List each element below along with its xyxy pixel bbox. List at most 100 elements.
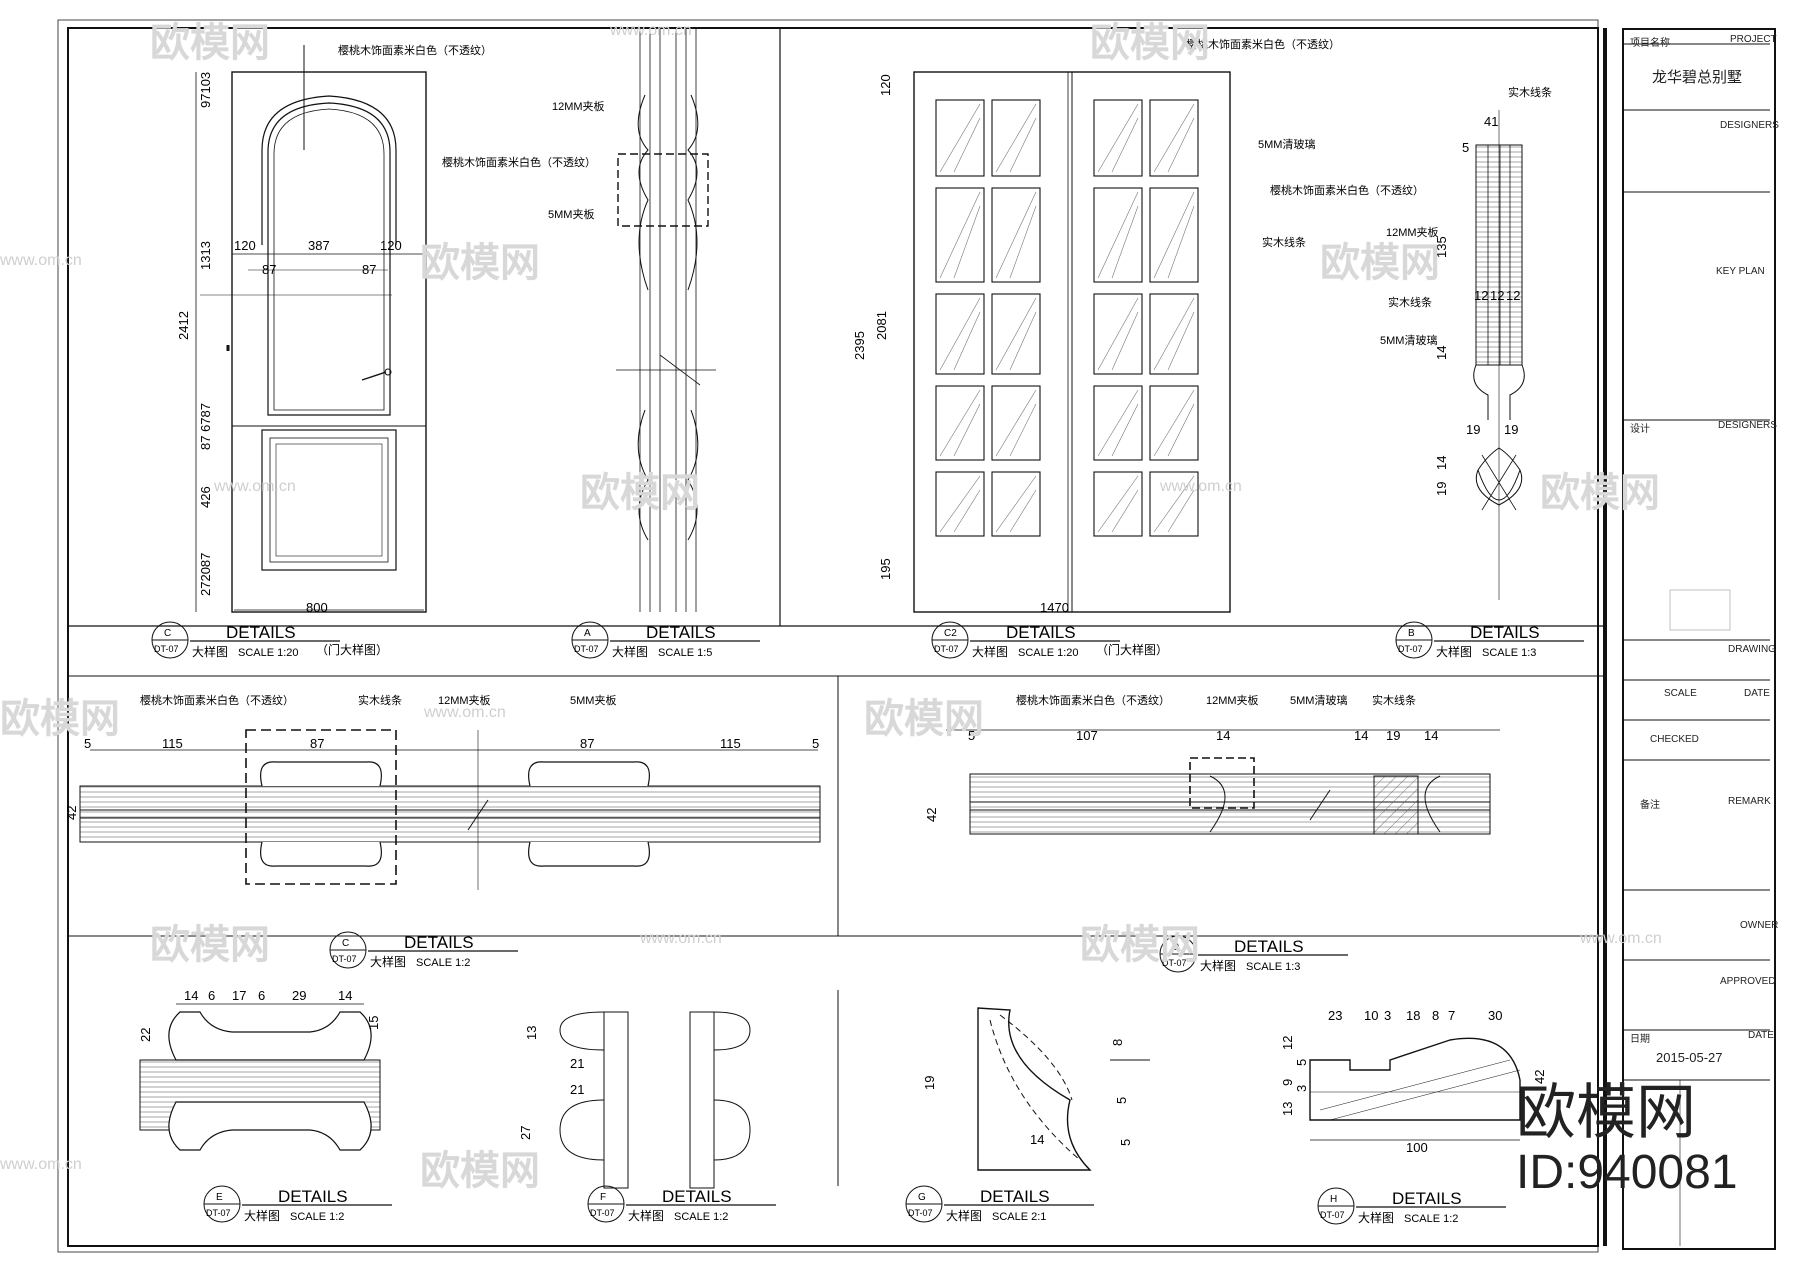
detail-g: [977, 1007, 1150, 1171]
detail-heading: DETAILS: [1006, 623, 1076, 642]
section-b: [1473, 110, 1525, 600]
note-board5-b: 5MM夹板: [570, 693, 616, 707]
glass-reflection: [1153, 191, 1195, 279]
note-labels: 樱桃木饰面素米白色（不透纹） 12MM夹板 樱桃木饰面素米白色（不透纹） 5MM…: [140, 37, 1552, 707]
glass-reflection: [939, 191, 981, 279]
dim: 42: [1532, 1070, 1547, 1084]
glass-lite: [1149, 385, 1199, 461]
dim: 195: [878, 558, 893, 580]
project-label-en: PROJECT: [1730, 34, 1777, 45]
dim: 800: [306, 600, 328, 615]
title-block-grid: [1624, 43, 1770, 1246]
glass-lite: [935, 187, 985, 283]
glass-reflection: [1167, 489, 1195, 533]
brand-watermark: 欧模网: [1516, 1078, 1696, 1148]
detail-ref: DT-07: [908, 1208, 933, 1218]
note-cherry-5: 樱桃木饰面素米白色（不透纹）: [140, 693, 294, 707]
dim: 29: [292, 988, 306, 1003]
dim: 97103: [198, 72, 213, 108]
dim: 14: [338, 988, 352, 1003]
dim: 7: [1448, 1008, 1455, 1023]
detail-key: C: [164, 628, 171, 639]
drawing-label: DRAWING: [1728, 644, 1776, 655]
detail-ref: DT-07: [332, 954, 357, 964]
section-a: [616, 28, 716, 612]
dim: 8: [1432, 1008, 1439, 1023]
dim: 14: [1424, 728, 1438, 743]
dim: 5: [84, 736, 91, 751]
glass-reflection: [1153, 475, 1195, 533]
door-elevation-double: [913, 71, 1231, 613]
dim: 12: [1280, 1036, 1295, 1050]
dim: 135: [1434, 236, 1449, 258]
detail-note: （门大样图）: [316, 642, 388, 657]
glass-lite: [935, 385, 985, 461]
dim: 120: [234, 238, 256, 253]
glass-reflection: [1167, 205, 1195, 279]
dim: 10: [1364, 1008, 1378, 1023]
section-c: [79, 729, 821, 890]
glass-reflection: [953, 311, 981, 371]
note-solid-d: 实木线条: [358, 693, 402, 707]
detail-ref: DT-07: [1162, 958, 1187, 968]
glass-reflection: [1009, 403, 1037, 457]
detail-key: F: [600, 1192, 606, 1203]
detail-heading: DETAILS: [1470, 623, 1540, 642]
detail-heading: DETAILS: [662, 1187, 732, 1206]
detail-key: G: [918, 1192, 926, 1203]
detail-scale: SCALE 2:1: [992, 1211, 1046, 1223]
designers-label-2: DESIGNERS: [1718, 420, 1777, 431]
glass-reflection: [995, 389, 1037, 457]
door-elevation-single: [195, 45, 427, 613]
glass-reflection: [1153, 297, 1195, 371]
detail-key: B: [1408, 628, 1415, 639]
dim: 21: [570, 1056, 584, 1071]
note-board12-a: 12MM夹板: [552, 99, 605, 113]
dim: 6: [208, 988, 215, 1003]
glass-reflection: [1097, 389, 1139, 457]
detail-scale: SCALE 1:2: [674, 1211, 728, 1223]
dim: 8: [1110, 1039, 1125, 1046]
note-glass-a: 5MM清玻璃: [1258, 137, 1315, 151]
detail-f: [559, 1011, 751, 1189]
glass-lite: [1149, 293, 1199, 375]
detail-cn-label: 大样图: [612, 644, 648, 659]
dim: 19: [922, 1076, 937, 1090]
dim: 5: [1294, 1059, 1309, 1066]
remark-label-cn: 备注: [1640, 800, 1660, 811]
date-value: 2015-05-27: [1656, 1050, 1723, 1065]
approved-label: APPROVED: [1720, 976, 1776, 987]
note-solid-e: 实木线条: [1372, 693, 1416, 707]
dim: 2412: [176, 311, 191, 340]
glass-reflection: [953, 117, 981, 173]
dim: 5: [968, 728, 975, 743]
dim: 3: [1294, 1085, 1309, 1092]
glass-reflection: [1097, 103, 1139, 173]
inner-frame: [67, 27, 1599, 1247]
detail-ref: DT-07: [1320, 1210, 1345, 1220]
glass-lite: [1149, 99, 1199, 177]
project-name: 龙华碧总别墅: [1652, 68, 1743, 86]
dim: 3: [1384, 1008, 1391, 1023]
detail-heading: DETAILS: [226, 623, 296, 642]
dim: 87 6787: [198, 403, 213, 450]
glass-reflection: [1167, 403, 1195, 457]
dim: 5: [1118, 1139, 1133, 1146]
glass-lite: [1149, 187, 1199, 283]
detail-scale: SCALE 1:3: [1482, 647, 1536, 659]
detail-scale: SCALE 1:20: [1018, 647, 1079, 659]
detail-h: [1309, 1037, 1521, 1141]
dim: 87: [310, 736, 324, 751]
dim: 87: [362, 262, 376, 277]
glass-reflection: [1097, 297, 1139, 371]
dim: 41: [1484, 114, 1498, 129]
glass-reflection: [995, 103, 1037, 173]
dim: 15: [366, 1016, 381, 1030]
glass-lite: [1093, 471, 1143, 537]
glass-lite: [935, 471, 985, 537]
detail-scale: SCALE 1:2: [416, 957, 470, 969]
project-label-cn: 项目名称: [1630, 38, 1670, 49]
dim: 5: [812, 736, 819, 751]
glass-reflection: [1167, 311, 1195, 371]
